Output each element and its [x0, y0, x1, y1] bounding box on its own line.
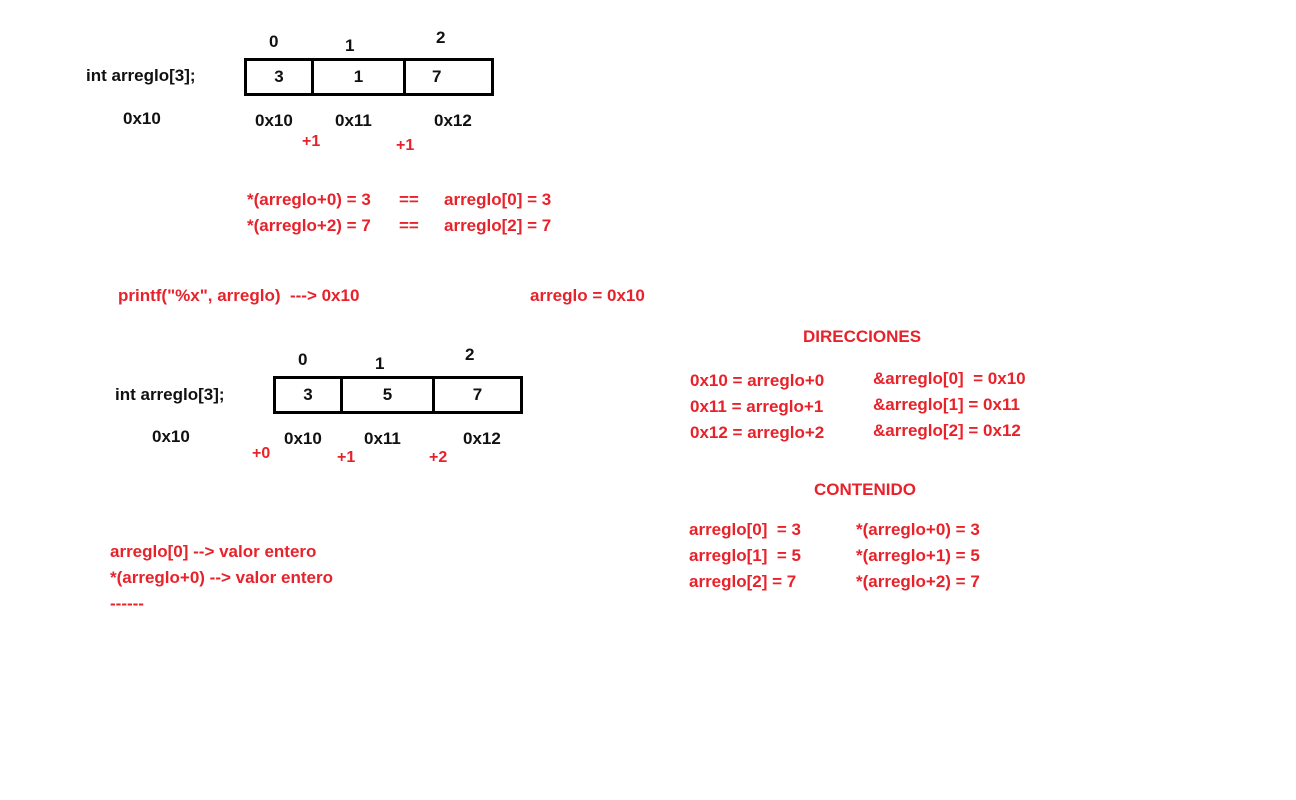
offset-label: +1: [302, 133, 321, 150]
address-of-equation: &arreglo[0] = 0x10: [873, 369, 1026, 388]
note-line: *(arreglo+0) --> valor entero: [110, 568, 333, 587]
equivalence-operator: ==: [399, 216, 419, 235]
array-cell: 1: [311, 61, 403, 93]
array-declaration: int arreglo[3];: [115, 385, 225, 404]
content-equation: arreglo[0] = 3: [689, 520, 801, 539]
array-declaration: int arreglo[3];: [86, 66, 196, 85]
offset-label: +1: [337, 449, 356, 466]
dereference-equation: *(arreglo+2) = 7: [856, 572, 980, 591]
arreglo-value: arreglo = 0x10: [530, 286, 645, 305]
array-memory-box: 3 1 7: [244, 58, 494, 96]
array-memory-box: 3 5 7: [273, 376, 523, 414]
index-label: 1: [375, 354, 385, 373]
address-equation: 0x10 = arreglo+0: [690, 371, 825, 390]
index-label: 2: [465, 345, 475, 364]
array-cell: 3: [274, 67, 284, 86]
array-cell: 7: [403, 61, 491, 93]
content-equation: arreglo[1] = 5: [689, 546, 801, 565]
cell-address: 0x12: [434, 111, 472, 130]
content-equation: arreglo[2] = 7: [689, 572, 797, 591]
equivalence-right: arreglo[2] = 7: [444, 216, 552, 235]
equivalence-right: arreglo[0] = 3: [444, 190, 552, 209]
address-equation: 0x11 = arreglo+1: [690, 397, 824, 416]
note-line: arreglo[0] --> valor entero: [110, 542, 317, 561]
base-address: 0x10: [152, 427, 190, 446]
cell-address: 0x12: [463, 429, 501, 448]
note-line: ------: [110, 594, 144, 613]
offset-label: +1: [396, 137, 415, 154]
base-address: 0x10: [123, 109, 161, 128]
equivalence-left: *(arreglo+2) = 7: [247, 216, 371, 235]
array-cell: 7: [432, 379, 520, 411]
dereference-equation: *(arreglo+1) = 5: [856, 546, 980, 565]
section-title: DIRECCIONES: [803, 327, 922, 346]
index-label: 2: [436, 28, 446, 47]
cell-address: 0x11: [335, 111, 372, 130]
equivalence-left: *(arreglo+0) = 3: [247, 190, 371, 209]
dereference-equation: *(arreglo+0) = 3: [856, 520, 980, 539]
address-equation: 0x12 = arreglo+2: [690, 423, 825, 442]
array-cell: 3: [303, 385, 313, 404]
printf-line: printf("%x", arreglo) ---> 0x10: [118, 286, 360, 305]
index-label: 1: [345, 36, 355, 55]
section-title: CONTENIDO: [814, 480, 916, 499]
cell-address: 0x10: [284, 429, 322, 448]
equivalence-operator: ==: [399, 190, 419, 209]
address-of-equation: &arreglo[2] = 0x12: [873, 421, 1021, 440]
index-label: 0: [269, 32, 279, 51]
offset-label: +2: [429, 449, 448, 466]
cell-address: 0x10: [255, 111, 293, 130]
array-cell: 5: [340, 379, 432, 411]
offset-label: +0: [252, 445, 271, 462]
address-of-equation: &arreglo[1] = 0x11: [873, 395, 1020, 414]
cell-address: 0x11: [364, 429, 401, 448]
index-label: 0: [298, 350, 308, 369]
